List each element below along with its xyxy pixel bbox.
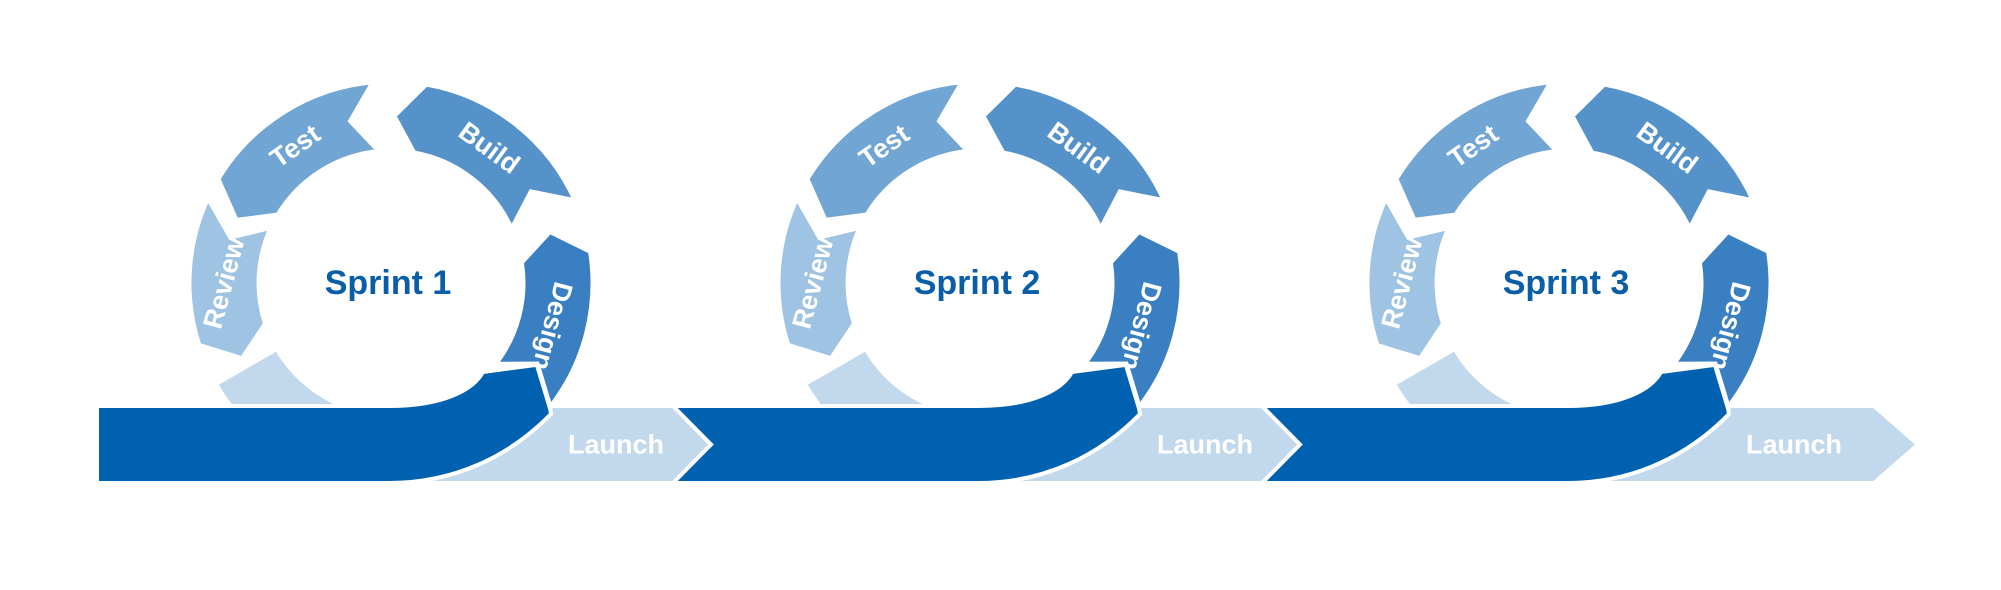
build-phase-segment — [979, 81, 1169, 236]
launch-label: Launch — [1157, 430, 1253, 460]
design-phase-segment — [1078, 228, 1185, 413]
sprint-title: Sprint 2 — [914, 264, 1041, 302]
sprint-title: Sprint 3 — [1503, 264, 1630, 302]
test-phase-segment — [215, 78, 385, 224]
sprint-track-arrow — [1257, 361, 1732, 485]
sprint-track-arrow — [668, 361, 1143, 485]
design-phase-segment — [489, 228, 596, 413]
build-phase-segment — [1568, 81, 1758, 236]
build-phase-segment — [390, 81, 580, 236]
test-phase-segment — [1393, 78, 1563, 224]
design-phase-segment — [1667, 228, 1774, 413]
sprint-title: Sprint 1 — [325, 264, 452, 302]
sprint-track-arrow — [95, 361, 554, 485]
launch-label: Launch — [568, 430, 664, 460]
review-phase-segment — [775, 192, 865, 362]
review-phase-segment — [1364, 192, 1454, 362]
review-phase-segment — [186, 192, 276, 362]
test-phase-segment — [804, 78, 974, 224]
launch-label: Launch — [1746, 430, 1842, 460]
